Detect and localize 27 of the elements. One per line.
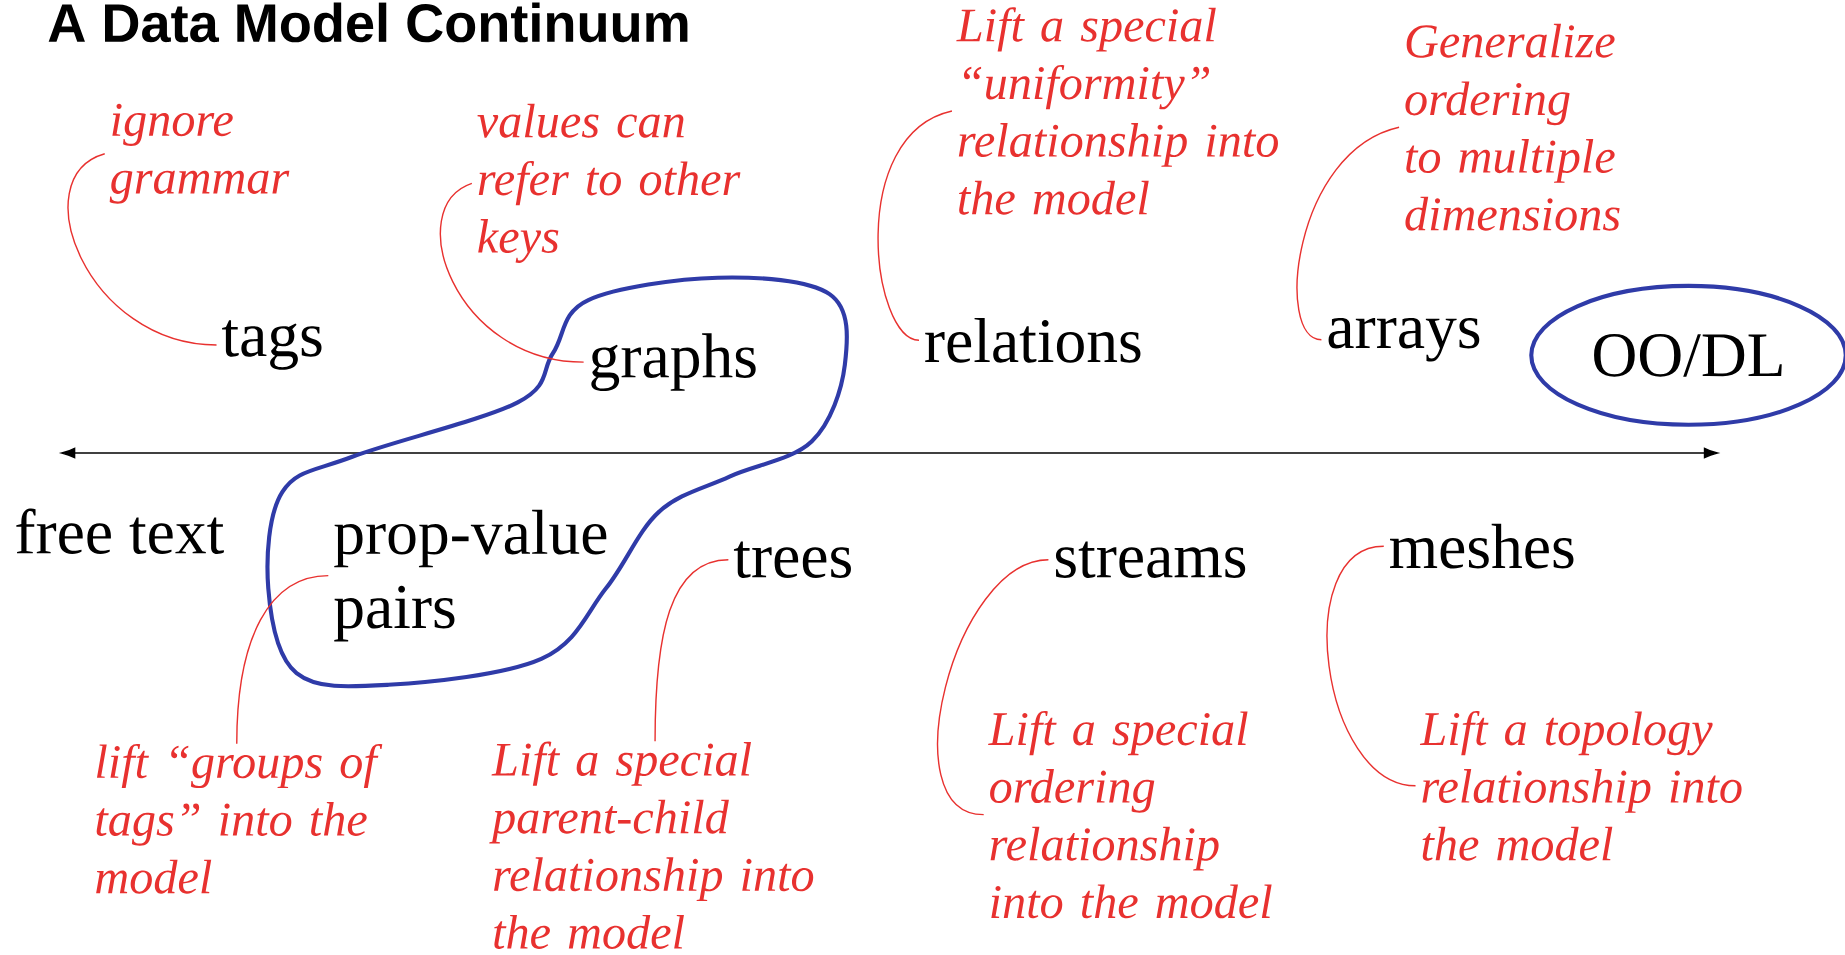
leader-line	[440, 182, 585, 363]
leader-line	[654, 558, 730, 742]
annotation-text: ignore grammar	[109, 103, 290, 204]
annotation-text: Lift a special ordering relationship into the model	[988, 710, 1272, 919]
leader-line	[1296, 126, 1400, 341]
term-label: trees	[733, 541, 851, 578]
term-label: streams	[1055, 541, 1246, 578]
term-label: relations	[925, 317, 1141, 363]
term-label: arrays	[1328, 317, 1480, 362]
term-label: tags	[222, 320, 322, 370]
term-label: prop-value pairs	[334, 509, 607, 642]
term-label: free text	[16, 508, 224, 554]
term-label: meshes	[1390, 523, 1574, 569]
annotation-text: Lift a special “uniformity” relationship into the model	[956, 7, 1278, 215]
term-label: graphs	[591, 333, 756, 391]
annotation-text: values can refer to other keys	[477, 103, 741, 263]
circled-term: OO/DL	[1529, 283, 1845, 427]
leader-line	[236, 574, 329, 745]
title: A Data Model Continuum	[48, 2, 688, 43]
leader-line	[67, 152, 218, 346]
leader-line	[1326, 545, 1417, 787]
leader-line	[937, 558, 1050, 816]
annotation-text: lift “groups of tags” into the model	[96, 743, 383, 894]
annotation-text: Lift a special parent-child relationship into the model	[489, 741, 814, 949]
leader-line	[877, 110, 953, 341]
annotation-text: Lift a topology relationship into the model	[1419, 710, 1742, 861]
annotation-text: Generalize ordering to multiple dimensions	[1405, 23, 1620, 231]
